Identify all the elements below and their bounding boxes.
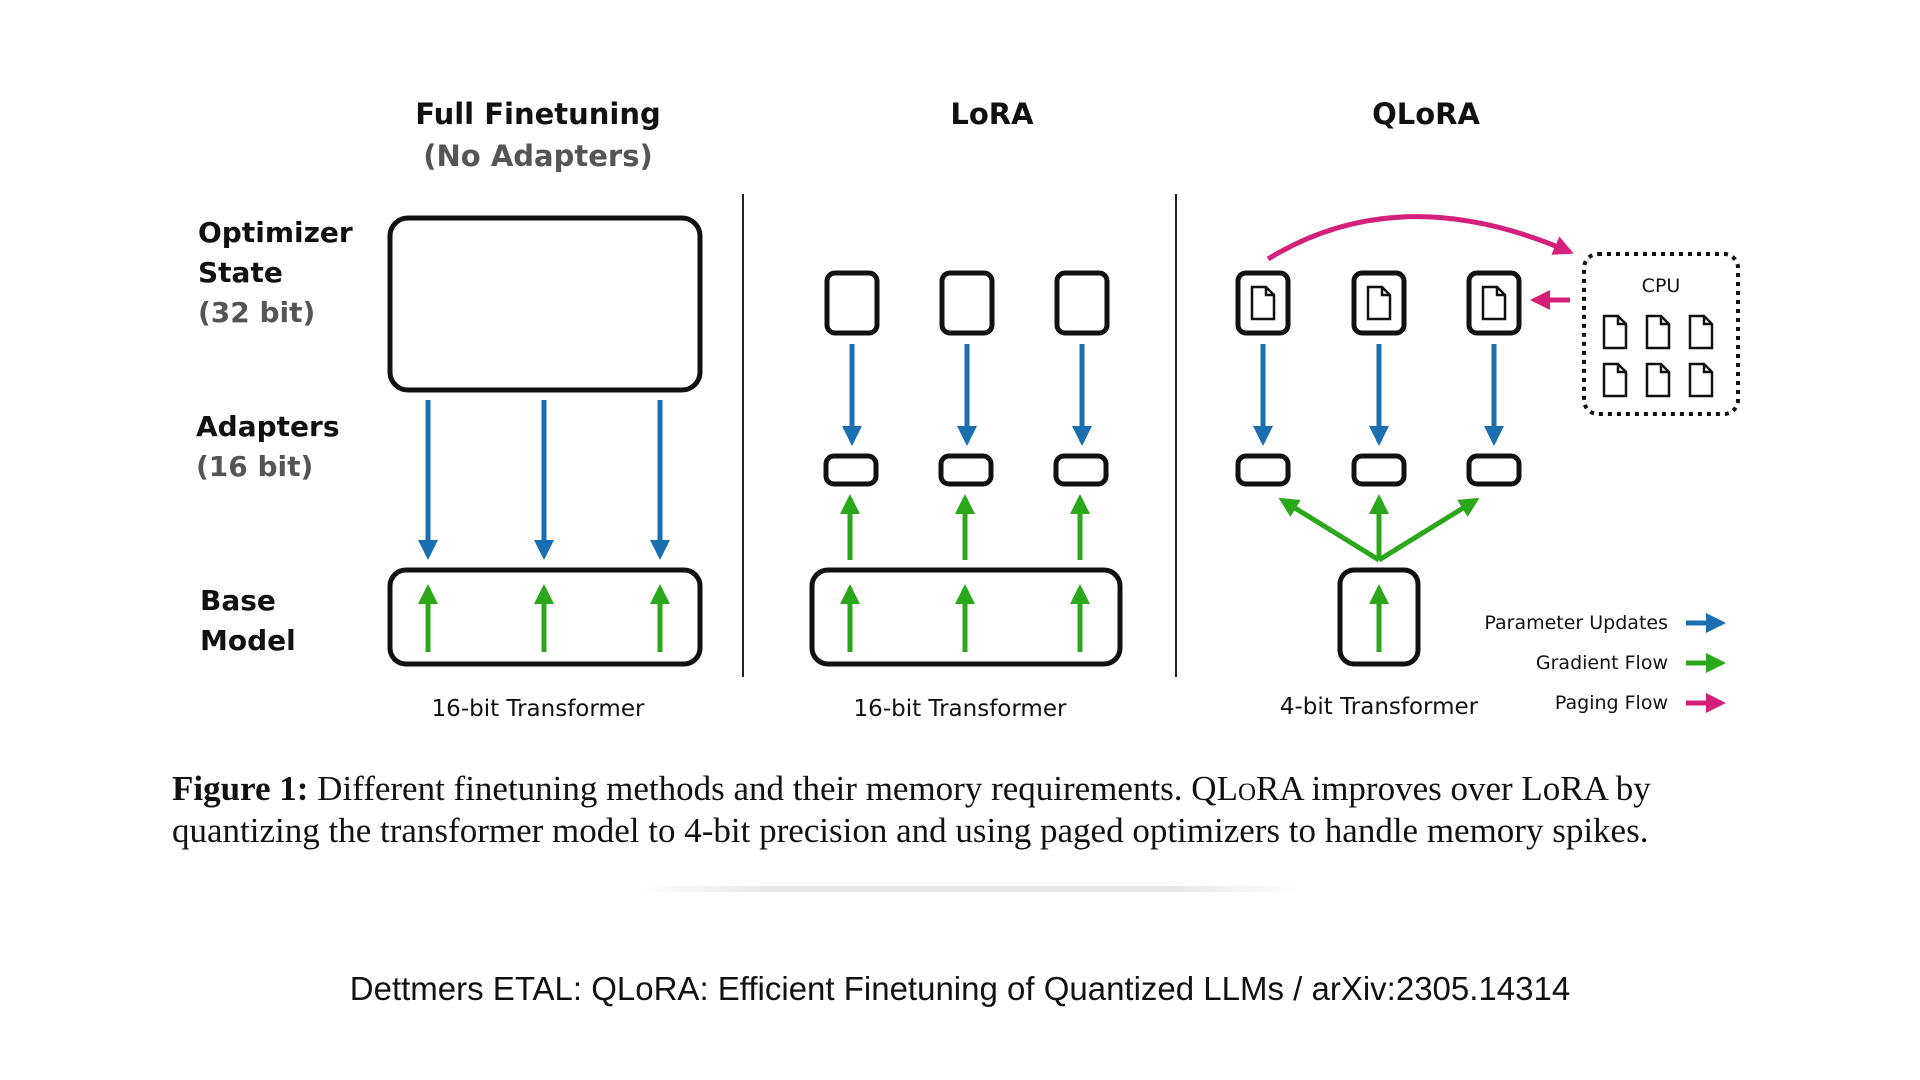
qlora-gradient-fan-arrows: [1278, 494, 1480, 563]
legend-paging-flow-label: Paging Flow: [1555, 692, 1668, 714]
qlora-parameter-update-arrows: [1253, 344, 1504, 446]
full-gradient-arrows: [418, 584, 670, 652]
base-model-label-2: Model: [200, 624, 296, 657]
paging-flow-arc: [1266, 214, 1574, 262]
figure-label: Figure 1:: [172, 769, 309, 808]
base-model-label-1: Base: [200, 584, 276, 617]
qlora-base-footer: 4-bit Transformer: [1280, 694, 1479, 720]
full-finetuning-title: Full Finetuning: [415, 97, 661, 131]
adapters-bits-label: (16 bit): [196, 450, 313, 483]
caption-qlora-ra: RA: [1256, 769, 1303, 808]
caption-text-1: Different finetuning methods and their m…: [308, 769, 1192, 808]
optimizer-state-label-2: State: [198, 256, 283, 289]
lora-parameter-update-arrows: [842, 344, 1092, 446]
lora-base-footer: 16-bit Transformer: [854, 696, 1067, 722]
caption-text-2: improves over LoRA by quantizing the tra…: [172, 769, 1651, 850]
cpu-label: CPU: [1642, 275, 1681, 297]
legend-parameter-updates-label: Parameter Updates: [1484, 612, 1668, 634]
optimizer-bits-label: (32 bit): [198, 296, 315, 329]
lora-adapter-boxes: [823, 453, 1109, 487]
full-parameter-update-arrows: [418, 400, 670, 560]
qlora-title: QLoRA: [1372, 97, 1480, 131]
lora-gradient-arrows: [840, 584, 1090, 652]
legend: Parameter Updates Gradient Flow Paging F…: [1484, 612, 1726, 714]
legend-gradient-flow-label: Gradient Flow: [1536, 652, 1668, 674]
citation-text: Dettmers ETAL: QLoRA: Efficient Finetuni…: [349, 970, 1571, 1007]
adapters-label: Adapters: [196, 410, 340, 443]
full-optimizer-state-box: [387, 215, 703, 393]
caption-qlora-q: Q: [1191, 769, 1217, 808]
figure-caption: Figure 1: Different finetuning methods a…: [172, 768, 1772, 852]
no-adapters-subtitle: (No Adapters): [423, 139, 652, 173]
qlora-diagram: Full Finetuning (No Adapters) LoRA QLoRA…: [196, 97, 1740, 722]
qlora-adapter-boxes: [1235, 453, 1522, 487]
lora-optimizer-state-boxes: [824, 270, 1110, 336]
lora-gradient-to-adapter-arrows: [840, 494, 1090, 560]
separator-shadow: [640, 886, 1300, 892]
full-base-footer: 16-bit Transformer: [432, 696, 645, 722]
lora-title: LoRA: [950, 97, 1034, 131]
caption-qlora-lo: Lo: [1216, 769, 1257, 808]
optimizer-state-label-1: Optimizer: [198, 216, 353, 249]
